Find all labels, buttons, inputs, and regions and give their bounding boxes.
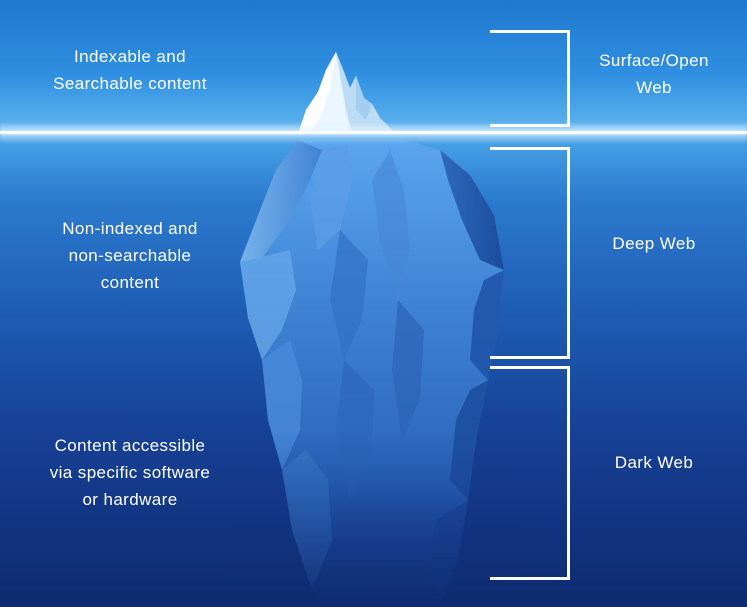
dark-web-label: Dark Web bbox=[574, 449, 734, 476]
description-line: Searchable content bbox=[53, 74, 207, 93]
dark-web-bracket bbox=[490, 366, 570, 580]
surface-web-label: Surface/Open Web bbox=[574, 47, 734, 101]
description-line: via specific software bbox=[49, 463, 211, 482]
deep-web-label: Deep Web bbox=[574, 230, 734, 257]
description-line: Content accessible bbox=[54, 436, 206, 455]
description-line: content bbox=[100, 273, 160, 292]
surface-web-bracket bbox=[490, 30, 570, 127]
description-line: Non-indexed and bbox=[62, 219, 198, 238]
layer-name-line: Deep Web bbox=[612, 234, 696, 253]
layer-name-line: Surface/Open bbox=[599, 51, 709, 70]
dark-web-description: Content accessible via specific software… bbox=[20, 432, 240, 513]
layer-name-line: Dark Web bbox=[614, 453, 694, 472]
layer-name-line: Web bbox=[636, 78, 672, 97]
description-line: non-searchable bbox=[68, 246, 192, 265]
deep-web-bracket bbox=[490, 147, 570, 359]
description-line: Indexable and bbox=[73, 47, 186, 66]
deep-web-description: Non-indexed and non-searchable content bbox=[20, 215, 240, 296]
description-line: or hardware bbox=[82, 490, 178, 509]
waterline bbox=[0, 131, 747, 134]
surface-web-description: Indexable and Searchable content bbox=[20, 43, 240, 97]
